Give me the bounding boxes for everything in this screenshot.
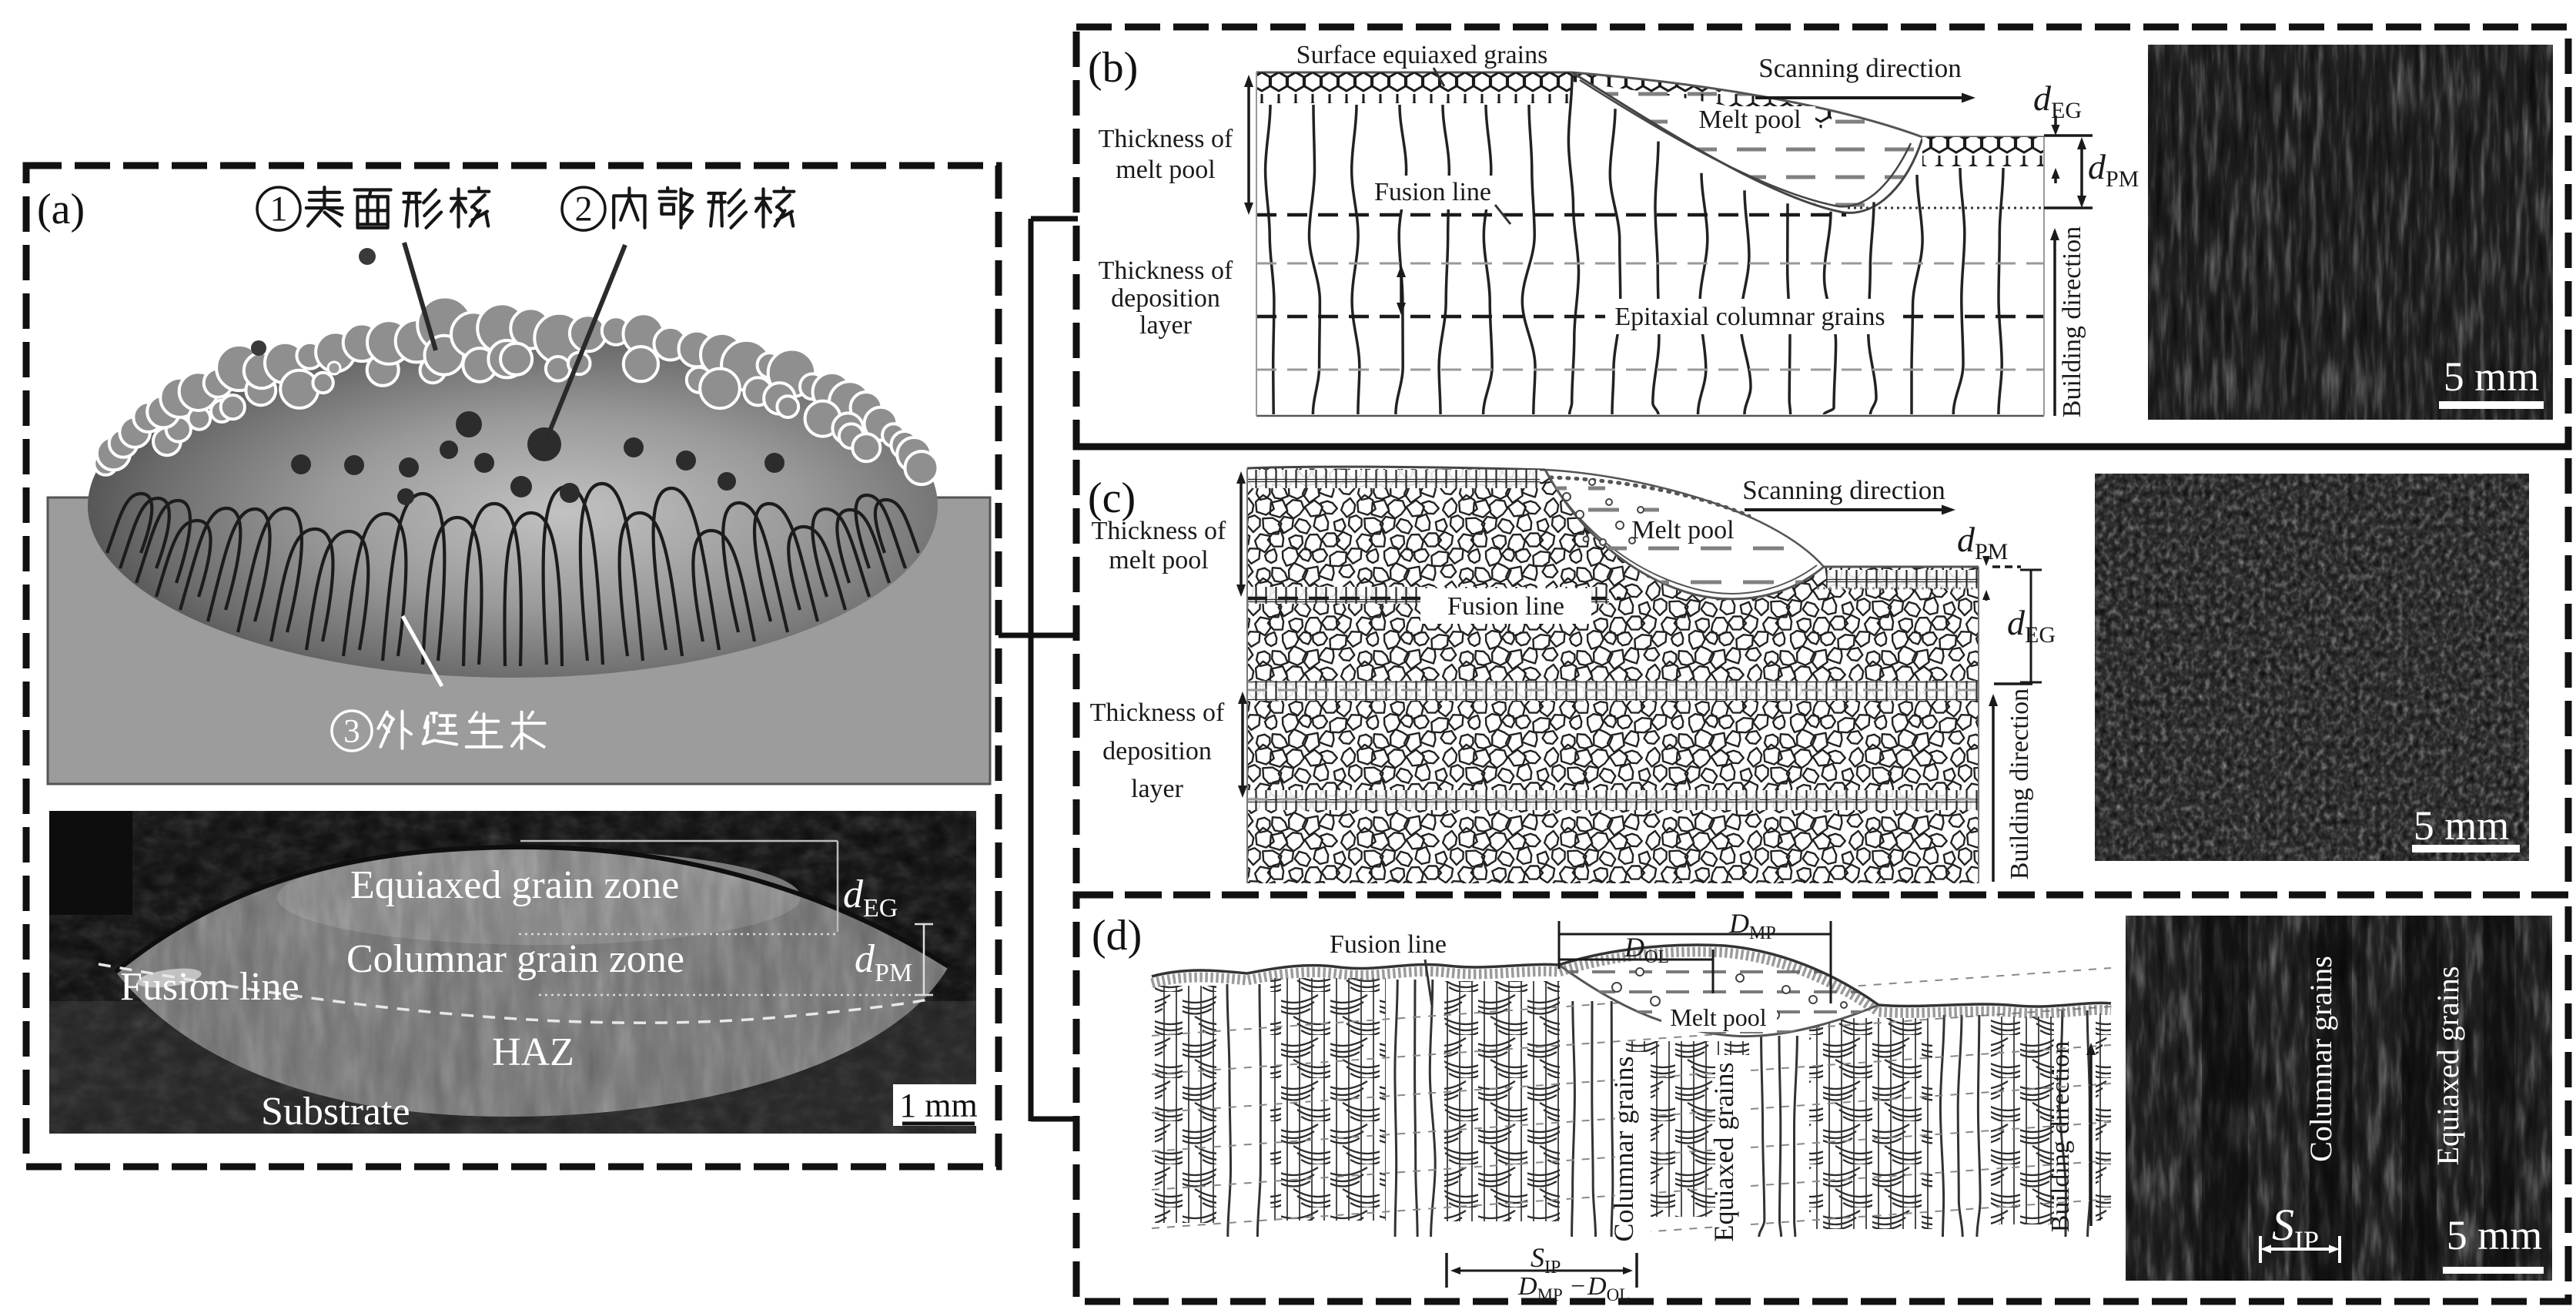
svg-text:Melt pool: Melt pool	[1670, 1003, 1766, 1031]
svg-text:(d): (d)	[1092, 912, 1142, 960]
svg-text:HAZ: HAZ	[492, 1030, 574, 1074]
svg-text:Surface equiaxed grains: Surface equiaxed grains	[1296, 41, 1548, 69]
svg-text:Equiaxed grains: Equiaxed grains	[1708, 1063, 1739, 1242]
svg-text:Scanning direction: Scanning direction	[1742, 475, 1945, 505]
svg-text:dEG: dEG	[2033, 79, 2082, 123]
svg-text:3: 3	[343, 713, 360, 749]
svg-text:2: 2	[574, 189, 592, 229]
svg-text:SIP: SIP	[2272, 1200, 2319, 1256]
svg-text:Fusion line: Fusion line	[1374, 178, 1491, 206]
svg-text:5 mm: 5 mm	[2414, 802, 2510, 849]
svg-text:Building direction: Building direction	[2058, 226, 2086, 417]
svg-text:DOL: DOL	[1624, 932, 1669, 967]
svg-text:Epitaxial columnar grains: Epitaxial columnar grains	[1614, 303, 1885, 331]
svg-text:deposition: deposition	[1102, 737, 1212, 765]
svg-text:Building direction: Building direction	[2046, 1041, 2075, 1232]
svg-text:Fusion line: Fusion line	[1330, 930, 1447, 959]
svg-text:Fusion line: Fusion line	[120, 965, 299, 1009]
svg-text:melt pool: melt pool	[1116, 156, 1215, 184]
svg-text:dPM: dPM	[855, 937, 912, 987]
svg-text:Melt pool: Melt pool	[1698, 106, 1801, 134]
svg-text:dEG: dEG	[2007, 603, 2056, 648]
svg-text:Columnar grain zone: Columnar grain zone	[346, 937, 684, 981]
svg-text:DOL: DOL	[1587, 1272, 1630, 1305]
svg-text:dEG: dEG	[843, 873, 898, 923]
svg-text:5 mm: 5 mm	[2447, 1212, 2543, 1258]
svg-text:Thickness of: Thickness of	[1090, 698, 1225, 727]
svg-text:SIP: SIP	[1531, 1242, 1561, 1278]
svg-text:Columnar grains: Columnar grains	[2303, 956, 2338, 1162]
svg-text:Thickness of: Thickness of	[1092, 517, 1226, 545]
svg-text:−: −	[1571, 1272, 1585, 1301]
svg-text:Equiaxed grains: Equiaxed grains	[2430, 966, 2465, 1166]
svg-text:(c): (c)	[1088, 474, 1136, 522]
svg-text:Scanning direction: Scanning direction	[1758, 53, 1961, 83]
svg-text:melt pool: melt pool	[1109, 546, 1208, 574]
svg-text:dPM: dPM	[1957, 520, 2008, 564]
svg-text:layer: layer	[1139, 311, 1193, 340]
svg-text:(a): (a)	[37, 186, 85, 233]
svg-text:1 mm: 1 mm	[899, 1087, 977, 1124]
svg-text:5 mm: 5 mm	[2444, 353, 2540, 400]
svg-text:Melt pool: Melt pool	[1631, 516, 1734, 544]
svg-text:DMP: DMP	[1517, 1272, 1563, 1305]
svg-text:Building direction: Building direction	[2006, 688, 2034, 879]
svg-text:Columnar grains: Columnar grains	[1608, 1057, 1639, 1242]
svg-text:deposition: deposition	[1111, 284, 1220, 313]
svg-text:layer: layer	[1131, 775, 1184, 803]
svg-text:DMP: DMP	[1728, 908, 1776, 943]
svg-text:Thickness of: Thickness of	[1099, 256, 1233, 285]
svg-text:Substrate: Substrate	[261, 1090, 410, 1134]
svg-text:(b): (b)	[1088, 44, 1138, 92]
svg-text:Thickness of: Thickness of	[1099, 125, 1233, 153]
svg-text:1: 1	[269, 189, 287, 229]
svg-text:dPM: dPM	[2088, 147, 2139, 192]
svg-text:Fusion line: Fusion line	[1447, 592, 1564, 621]
svg-text:Equiaxed grain zone: Equiaxed grain zone	[350, 863, 679, 907]
